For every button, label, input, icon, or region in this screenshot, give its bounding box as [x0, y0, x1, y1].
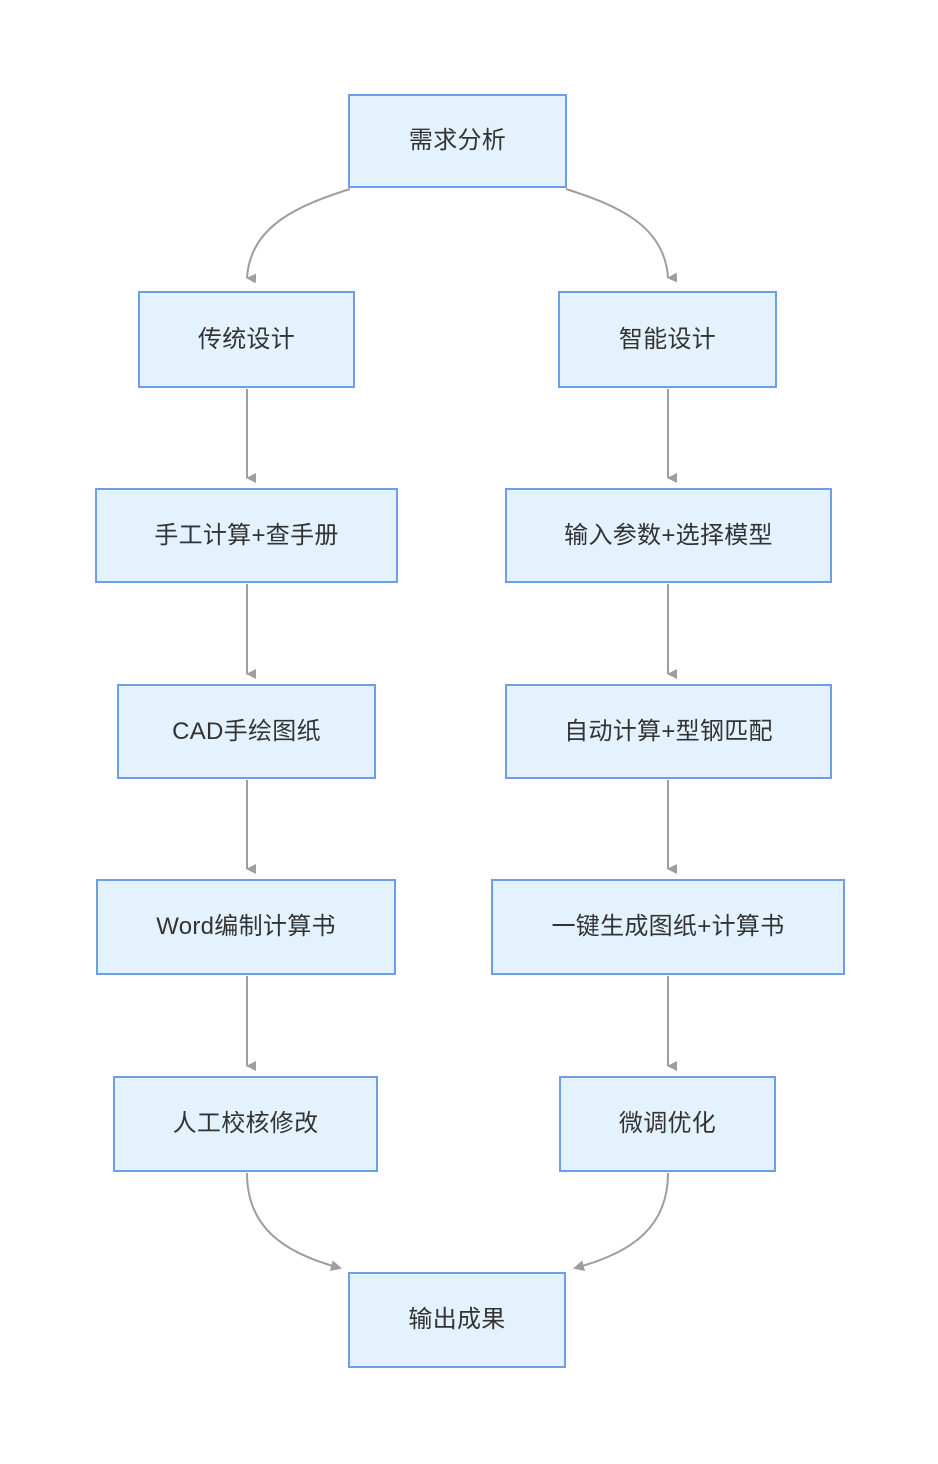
node-word-calculation-report[interactable]: Word编制计算书 — [96, 879, 396, 975]
node-output-results[interactable]: 输出成果 — [348, 1272, 566, 1368]
node-label: 需求分析 — [408, 127, 507, 154]
edge-review-to-output — [246, 1172, 342, 1271]
node-auto-calculation-steel-matching[interactable]: 自动计算+型钢匹配 — [505, 684, 832, 779]
edge-tune-to-output — [573, 1172, 669, 1271]
node-label: 手工计算+查手册 — [154, 521, 339, 549]
node-label: 输入参数+选择模型 — [564, 521, 773, 549]
node-input-parameters-select-model[interactable]: 输入参数+选择模型 — [505, 488, 832, 583]
node-label: Word编制计算书 — [156, 913, 336, 940]
node-label: 输出成果 — [408, 1306, 506, 1333]
node-traditional-design[interactable]: 传统设计 — [138, 291, 355, 388]
node-label: CAD手绘图纸 — [172, 717, 321, 745]
node-label: 智能设计 — [618, 325, 717, 353]
node-label: 人工校核修改 — [172, 1110, 319, 1137]
node-smart-design[interactable]: 智能设计 — [558, 291, 777, 388]
node-manual-review-revision[interactable]: 人工校核修改 — [113, 1076, 378, 1172]
node-label: 传统设计 — [197, 325, 296, 353]
node-requirement-analysis[interactable]: 需求分析 — [348, 94, 567, 188]
node-label: 自动计算+型钢匹配 — [564, 717, 773, 745]
edge-start-to-traditional — [246, 188, 351, 284]
node-manual-calculation-handbook[interactable]: 手工计算+查手册 — [95, 488, 398, 583]
node-cad-hand-drawing[interactable]: CAD手绘图纸 — [117, 684, 376, 779]
node-fine-tune-optimization[interactable]: 微调优化 — [559, 1076, 776, 1172]
node-one-click-generate-drawing-report[interactable]: 一键生成图纸+计算书 — [491, 879, 845, 975]
node-label: 一键生成图纸+计算书 — [551, 913, 785, 940]
node-label: 微调优化 — [618, 1110, 717, 1137]
edge-start-to-smart — [565, 188, 678, 283]
